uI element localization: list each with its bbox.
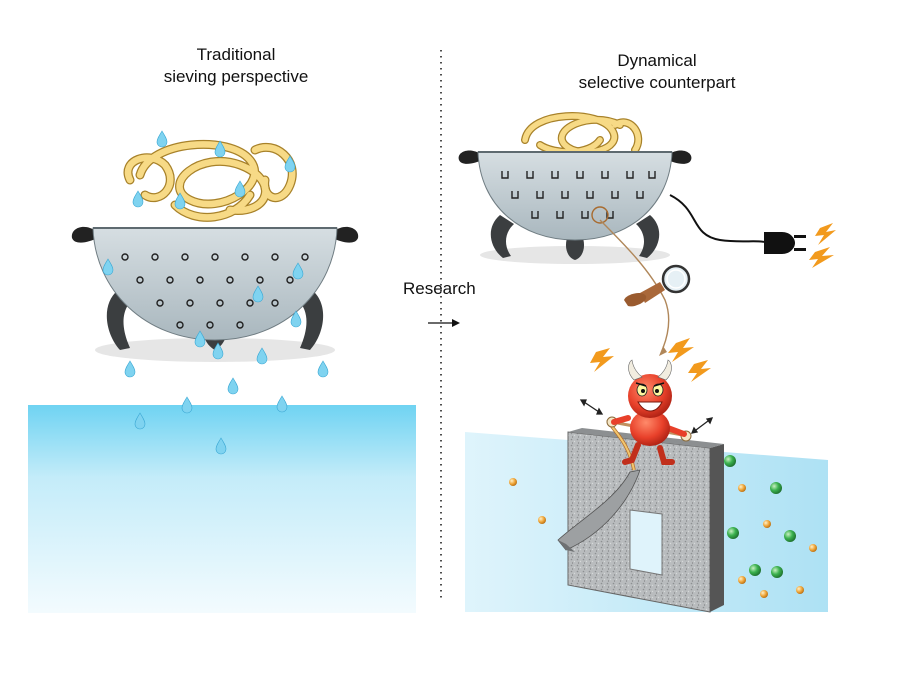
- smart-colander-icon: [458, 112, 692, 264]
- magnifier-icon: [599, 219, 691, 356]
- research-label: Research: [403, 279, 476, 298]
- left-title-line2: sieving perspective: [163, 67, 309, 86]
- lightning-icon: [809, 223, 836, 268]
- left-title: Traditional sieving perspective: [106, 44, 366, 88]
- right-title-line2: selective counterpart: [578, 73, 736, 92]
- left-title-line1: Traditional: [196, 45, 276, 64]
- devil-icon: [579, 359, 714, 465]
- right-title-line1: Dynamical: [617, 51, 697, 70]
- lightning-icon: [590, 338, 711, 382]
- noodles-icon: [123, 139, 297, 222]
- water-pool: [28, 405, 416, 613]
- research-arrow: [428, 319, 460, 327]
- colander-icon: [71, 226, 359, 362]
- right-title: Dynamical selective counterpart: [527, 50, 787, 94]
- plug-icon: [669, 194, 806, 254]
- gate-icon: [557, 419, 724, 613]
